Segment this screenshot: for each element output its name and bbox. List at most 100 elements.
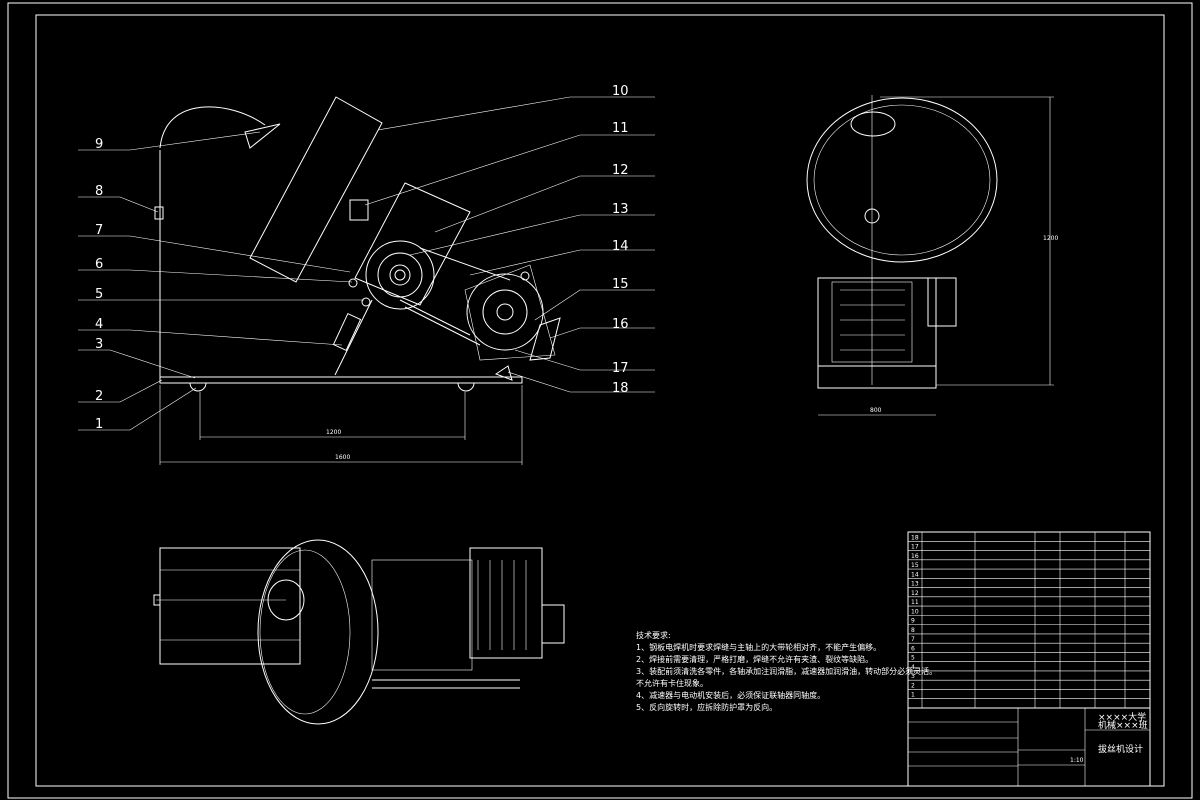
parts-list-frame: [907, 531, 1151, 709]
foot-right: [494, 365, 513, 381]
note-line-5: 4、减速器与电动机安装后，必须保证联轴器同轴度。: [636, 690, 825, 700]
dim-text-overall: 1600: [335, 454, 350, 461]
belt-bottom: [404, 306, 481, 346]
motor-pulley-hub: [482, 289, 528, 335]
leader-4: [78, 329, 343, 346]
large-pulley: [365, 240, 435, 310]
curved-pipe: [159, 106, 266, 149]
drum-hole: [850, 111, 896, 137]
label-15: 15: [612, 277, 629, 292]
large-pulley-hub: [377, 252, 423, 298]
foot-left: [189, 382, 207, 392]
leader-8: [78, 196, 159, 213]
label-2: 2: [95, 389, 103, 404]
drawing-name: 拔丝机设计: [1098, 743, 1143, 755]
note-line-6: 5、反向旋转时，应拆除防护罩为反向。: [636, 702, 777, 712]
leader-9: [78, 131, 261, 151]
motor-pulley: [466, 273, 544, 351]
front-view: 9 8 7 6 5 4 3 2 1 10 11 12 13 14 15 16 1…: [78, 84, 655, 465]
label-8: 8: [95, 184, 103, 199]
drum-top-inner: [259, 549, 351, 715]
motor-block: [817, 277, 937, 367]
school-line-1: ××××大学: [1098, 711, 1146, 723]
note-line-4: 不允许有卡住现象。: [636, 678, 708, 688]
dim-text-inner: 1200: [326, 429, 341, 436]
dim-text-side-width: 800: [870, 407, 882, 414]
leader-1: [78, 387, 197, 431]
gear-frame: [371, 559, 473, 671]
label-11: 11: [612, 121, 629, 136]
leader-7: [78, 235, 351, 273]
leader-2: [78, 379, 163, 403]
shaft-end: [153, 594, 161, 606]
small-pin: [348, 278, 358, 288]
parts-row-number: 5: [911, 655, 915, 662]
leader-12: [434, 175, 655, 233]
motor-pulley-key: [520, 271, 530, 281]
hopper: [249, 96, 383, 283]
label-18: 18: [612, 381, 629, 396]
technical-notes: 技术要求: 1、钢板电焊机时要求焊缝与主轴上的大带轮相对齐，不能产生偏移。 2、…: [636, 630, 937, 712]
parts-row-number: 11: [911, 599, 919, 606]
leader-16: [549, 327, 655, 339]
parts-row-number: 6: [911, 645, 915, 652]
leader-6: [78, 269, 353, 283]
parts-row-number: 18: [911, 534, 919, 541]
top-view: [153, 539, 565, 725]
handle: [529, 317, 561, 361]
leader-15: [534, 289, 655, 321]
leader-14: [469, 249, 655, 276]
pulley-stack: [927, 277, 957, 327]
label-14: 14: [612, 239, 629, 254]
parts-row-number: 7: [911, 636, 915, 643]
parts-row-number: 8: [911, 627, 915, 634]
large-pulley-bore: [389, 264, 411, 286]
parts-row-number: 10: [911, 608, 919, 615]
parts-row-number: 1: [911, 692, 915, 699]
motor-housing: [464, 264, 556, 361]
side-view: 800 1200: [806, 95, 1058, 416]
parts-row-number: 16: [911, 553, 919, 560]
top-motor: [469, 547, 543, 659]
label-17: 17: [612, 361, 629, 376]
side-base: [817, 365, 937, 389]
dim-text-side-height: 1200: [1043, 235, 1058, 242]
parts-row-number: 12: [911, 590, 919, 597]
side-clamp: [154, 206, 164, 220]
label-16: 16: [612, 317, 629, 332]
label-12: 12: [612, 163, 629, 178]
title-frame: [907, 707, 1151, 787]
parts-row-number: 13: [911, 581, 919, 588]
drum-top: [257, 539, 379, 725]
outer-frame: [7, 2, 1193, 799]
label-4: 4: [95, 317, 103, 332]
foot-mid: [457, 382, 475, 392]
belt-top: [419, 247, 511, 281]
note-line-2: 2、焊接前需要清理，严格打磨，焊缝不允许有夹渣、裂纹等缺陷。: [636, 654, 873, 664]
label-7: 7: [95, 223, 103, 238]
large-pulley-shaft: [394, 269, 406, 281]
note-line-3: 3、装配前须清洗各零件，各轴承加注润滑脂，减速器加润滑油，转动部分必须灵活。: [636, 666, 937, 676]
inner-frame: [35, 14, 1165, 787]
parts-row-number: 14: [911, 571, 919, 578]
label-5: 5: [95, 287, 103, 302]
parts-row-number: 3: [911, 673, 915, 680]
note-line-1: 1、钢板电焊机时要求焊缝与主轴上的大带轮相对齐，不能产生偏移。: [636, 642, 881, 652]
label-1: 1: [95, 417, 103, 432]
top-motor-cap: [541, 604, 565, 644]
parts-row-number: 17: [911, 544, 919, 551]
leader-11: [364, 134, 655, 206]
school-line-2: 机械×××班: [1098, 719, 1148, 731]
drawing-scale: 1:10: [1070, 757, 1084, 764]
notes-title: 技术要求:: [636, 630, 671, 640]
drum-opening: [813, 104, 991, 256]
bracket: [349, 199, 369, 221]
leader-3: [78, 349, 196, 379]
leader-13: [409, 214, 655, 256]
label-6: 6: [95, 257, 103, 272]
leader-18: [507, 371, 655, 393]
link-arm: [399, 299, 471, 336]
